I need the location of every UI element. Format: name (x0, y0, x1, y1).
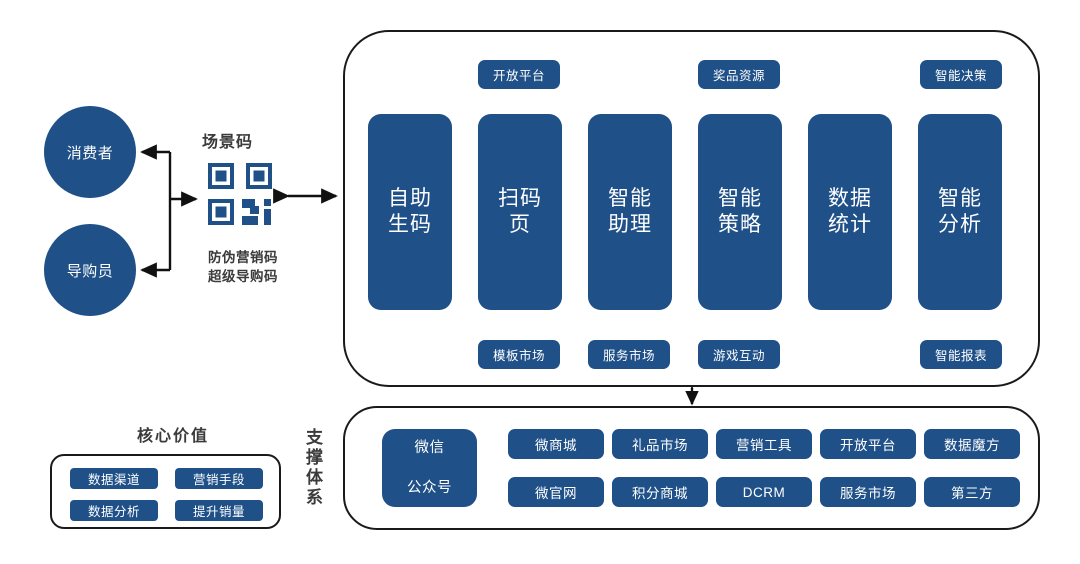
eco-label: 礼品市场 (632, 438, 688, 453)
module-label-line1: 智能 (938, 187, 982, 210)
eco-label: 微官网 (535, 486, 577, 501)
chip-label: 营销手段 (192, 473, 245, 487)
eco-open-platform[interactable]: 开放平台 (820, 429, 916, 459)
eco-label: 开放平台 (840, 438, 896, 453)
eco-dcrm[interactable]: DCRM (716, 477, 812, 507)
module-label-line1: 智能 (718, 187, 762, 210)
eco-label-line1: 微信 (414, 440, 445, 456)
tag-label: 奖品资源 (712, 69, 765, 83)
scene-code-sub-line2: 超级导购码 (208, 269, 278, 284)
eco-label: 微商城 (535, 438, 577, 453)
eco-label: 营销工具 (736, 438, 792, 453)
eco-gift-market[interactable]: 礼品市场 (612, 429, 708, 459)
eco-label-line2: 公众号 (407, 480, 452, 496)
module-smart-analysis[interactable]: 智能 分析 (918, 114, 1002, 310)
eco-wechat-official-account[interactable]: 微信 公众号 (382, 429, 477, 507)
module-label-line2: 助理 (608, 213, 652, 236)
module-label-line1: 智能 (608, 187, 652, 210)
actor-consumer[interactable]: 消费者 (44, 106, 136, 198)
tag-smart-report[interactable]: 智能报表 (920, 340, 1002, 369)
core-value-chip-data-channel[interactable]: 数据渠道 (70, 468, 158, 489)
eco-points-mall[interactable]: 积分商城 (612, 477, 708, 507)
eco-third-party[interactable]: 第三方 (924, 477, 1020, 507)
chip-label: 数据渠道 (87, 473, 140, 487)
tag-template-market[interactable]: 模板市场 (478, 340, 560, 369)
eco-label: 数据魔方 (944, 438, 1000, 453)
eco-wei-website[interactable]: 微官网 (508, 477, 604, 507)
module-label-line2: 生码 (388, 213, 432, 236)
tag-label: 服务市场 (602, 349, 655, 363)
module-smart-strategy[interactable]: 智能 策略 (698, 114, 782, 310)
tag-smart-decision[interactable]: 智能决策 (920, 60, 1002, 89)
tag-open-platform-top[interactable]: 开放平台 (478, 60, 560, 89)
module-label-line2: 策略 (718, 213, 762, 236)
module-label-line1: 数据 (828, 187, 872, 210)
module-label-line2: 分析 (938, 213, 982, 236)
eco-service-market[interactable]: 服务市场 (820, 477, 916, 507)
scene-code-sub-line1: 防伪营销码 (208, 250, 278, 265)
module-self-service-code[interactable]: 自助 生码 (368, 114, 452, 310)
eco-label: DCRM (742, 484, 786, 500)
tag-prize-resource[interactable]: 奖品资源 (698, 60, 780, 89)
module-smart-assistant[interactable]: 智能 助理 (588, 114, 672, 310)
core-value-chip-marketing-means[interactable]: 营销手段 (175, 468, 263, 489)
chip-label: 数据分析 (87, 505, 140, 519)
core-value-chip-boost-sales[interactable]: 提升销量 (175, 500, 263, 521)
tag-label: 开放平台 (492, 69, 545, 83)
eco-label: 积分商城 (632, 486, 688, 501)
module-label-line2: 页 (509, 213, 531, 236)
module-scan-page[interactable]: 扫码 页 (478, 114, 562, 310)
eco-label: 第三方 (951, 486, 993, 501)
eco-data-cube[interactable]: 数据魔方 (924, 429, 1020, 459)
actor-consumer-label: 消费者 (66, 144, 114, 162)
tag-label: 游戏互动 (712, 349, 765, 363)
core-value-title: 核心价值 (137, 428, 210, 445)
tag-label: 智能决策 (934, 69, 987, 83)
module-label-line2: 统计 (828, 213, 872, 236)
module-label-line1: 扫码 (498, 187, 542, 210)
module-data-statistics[interactable]: 数据 统计 (808, 114, 892, 310)
support-system-frame (343, 406, 1040, 530)
eco-label: 服务市场 (840, 486, 896, 501)
tag-game-interaction[interactable]: 游戏互动 (698, 340, 780, 369)
actor-shopping-guide-label: 导购员 (66, 262, 114, 280)
scene-code-subtitle: 防伪营销码 超级导购码 (188, 248, 298, 286)
eco-marketing-tools[interactable]: 营销工具 (716, 429, 812, 459)
tag-label: 智能报表 (934, 349, 987, 363)
support-system-label: 支撑体系 (303, 428, 322, 508)
module-label-line1: 自助 (388, 187, 432, 210)
qr-code-icon (206, 161, 278, 229)
tag-service-market-top[interactable]: 服务市场 (588, 340, 670, 369)
core-value-chip-data-analysis[interactable]: 数据分析 (70, 500, 158, 521)
actor-shopping-guide[interactable]: 导购员 (44, 224, 136, 316)
tag-label: 模板市场 (492, 349, 545, 363)
eco-wei-mall[interactable]: 微商城 (508, 429, 604, 459)
scene-code-title: 场景码 (202, 134, 254, 151)
chip-label: 提升销量 (192, 505, 245, 519)
